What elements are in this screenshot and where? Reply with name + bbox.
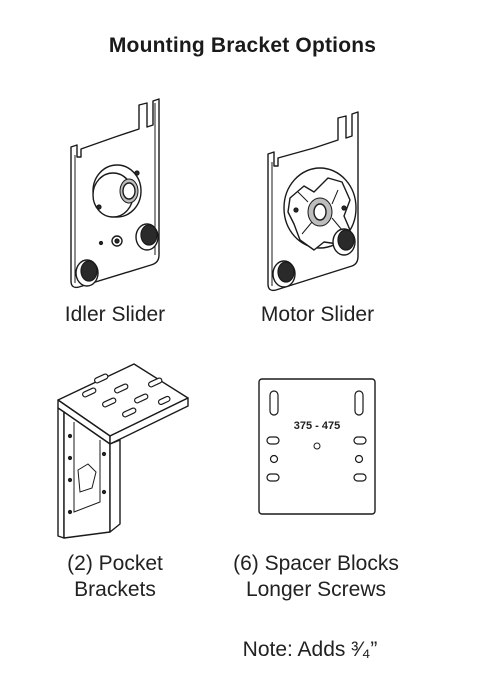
pocket-bracket-option xyxy=(48,362,193,542)
motor-slider-option xyxy=(258,111,378,302)
pocket-bracket-icon xyxy=(57,363,189,539)
idler-slider-caption: Idler Slider xyxy=(64,303,166,326)
motor-slider-caption: Motor Slider xyxy=(260,303,375,326)
pocket-brackets-caption-line-2: Brackets xyxy=(74,578,156,601)
pocket-brackets-caption: (2) Pocket Brackets xyxy=(40,551,190,603)
page-title: Mounting Bracket Options xyxy=(108,34,377,57)
spacer-block-option: 375 - 475 xyxy=(258,378,376,516)
spacer-blocks-caption-line-2: Longer Screws xyxy=(245,578,387,601)
spacer-blocks-caption: (6) Spacer Blocks Longer Screws xyxy=(216,551,416,603)
spacer-blocks-caption-line-1: (6) Spacer Blocks xyxy=(233,552,399,575)
idler-slider-option xyxy=(55,95,175,295)
motor-slider-bracket-icon xyxy=(267,111,359,292)
idler-slider-bracket-icon xyxy=(70,98,160,289)
spacer-block-plate-icon: 375 - 475 xyxy=(258,378,376,515)
plate-size-label: 375 - 475 xyxy=(294,420,340,432)
note-text: Note: Adds ³⁄₄” xyxy=(242,638,378,661)
pocket-brackets-caption-line-1: (2) Pocket xyxy=(67,552,163,575)
